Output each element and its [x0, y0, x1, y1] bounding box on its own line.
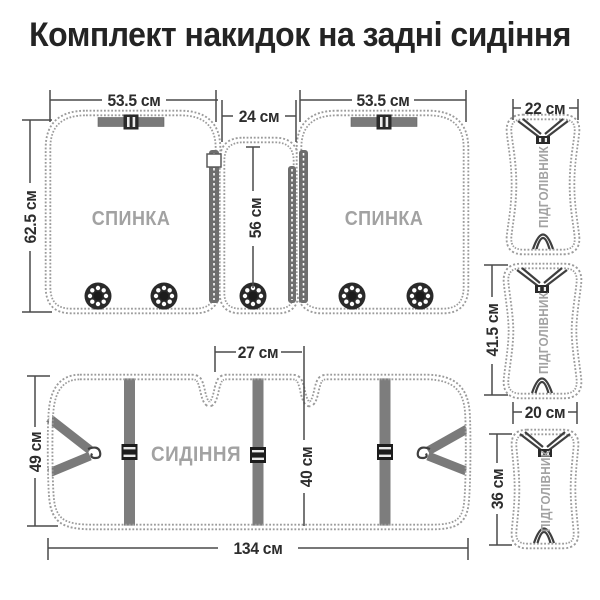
dim-line-backrest-left-width [49, 90, 218, 122]
dim-backrest-right-width: 53.5 см [356, 91, 409, 110]
dim-headrest-bottom-width: 20 см [525, 403, 566, 422]
backrest-left-label: СПИНКА [92, 208, 171, 230]
dim-middle-height: 56 см [246, 198, 265, 239]
dim-seat-width: 134 см [233, 539, 282, 558]
dim-line-seat-width [47, 538, 469, 560]
dim-middle-width: 24 см [239, 107, 280, 126]
dim-line-headrest-bottom-width [512, 402, 578, 424]
snap-button-icon [84, 282, 112, 310]
headrest-bottom-piece: ПІДГОЛІВНИК [510, 428, 580, 550]
side-strap [47, 451, 92, 478]
dim-line-middle-height [246, 146, 260, 288]
side-strap [46, 414, 93, 454]
dim-line-headrest-bottom-height [489, 433, 512, 546]
snap-button-icon [338, 282, 366, 310]
dim-seat-gap-width: 27 см [238, 343, 279, 362]
backrest-left-piece: СПИНКА [44, 109, 222, 315]
backrest-right-label: СПИНКА [345, 208, 424, 230]
snap-button-icon [150, 282, 178, 310]
dim-headrest-mid-height: 41.5 см [483, 303, 502, 356]
seat-piece: СИДІННЯ [46, 373, 472, 531]
dim-line-headrest-top-width [512, 99, 579, 120]
strap-buckle-icon [121, 444, 138, 460]
headrest-bottom-label: ПІДГОЛІВНИК [538, 450, 553, 532]
zipper-icon [209, 150, 219, 303]
snap-button-icon [406, 282, 434, 310]
side-strap [426, 451, 468, 476]
dim-line-seat-left-height [27, 375, 58, 527]
dim-headrest-bottom-height: 36 см [488, 469, 507, 510]
dim-line-middle-width [221, 100, 297, 142]
dim-line-backrest-right-width [299, 90, 467, 122]
dimension-annotations: 53.5 см 24 см 53.5 см 22 см 62.5 см 56 с… [21, 90, 579, 560]
strap-buckle-icon [377, 444, 393, 460]
dim-line-headrest-mid-height [484, 264, 508, 396]
zipper-slider-icon [206, 153, 222, 168]
headrest-top-label: ПІДГОЛІВНИК [536, 146, 551, 228]
dim-seat-left-height: 49 см [26, 432, 45, 473]
dim-seat-mid-height: 40 см [297, 447, 316, 488]
side-strap [425, 425, 470, 455]
dim-backrest-left-width: 53.5 см [107, 91, 160, 110]
middle-armrest-piece [218, 136, 300, 315]
dim-backrest-height: 62.5 см [21, 190, 40, 243]
zipper-icon [299, 150, 308, 303]
dim-line-backrest-height [22, 119, 52, 313]
headrest-top-piece: ПІДГОЛІВНИК [505, 113, 581, 256]
page-title: Комплект накидок на задні сидіння [29, 15, 571, 53]
headrest-middle-label: ПІДГОЛІВНИК [536, 292, 551, 374]
headrest-middle-piece: ПІДГОЛІВНИК [502, 262, 583, 400]
seat-label: СИДІННЯ [151, 443, 241, 466]
zipper-bands [206, 150, 308, 303]
dim-line-seat-gap-width [214, 346, 302, 372]
dim-headrest-top-width: 22 см [525, 99, 566, 118]
backrest-right-piece: СПИНКА [295, 109, 470, 315]
strap-buckle-icon [250, 447, 266, 463]
